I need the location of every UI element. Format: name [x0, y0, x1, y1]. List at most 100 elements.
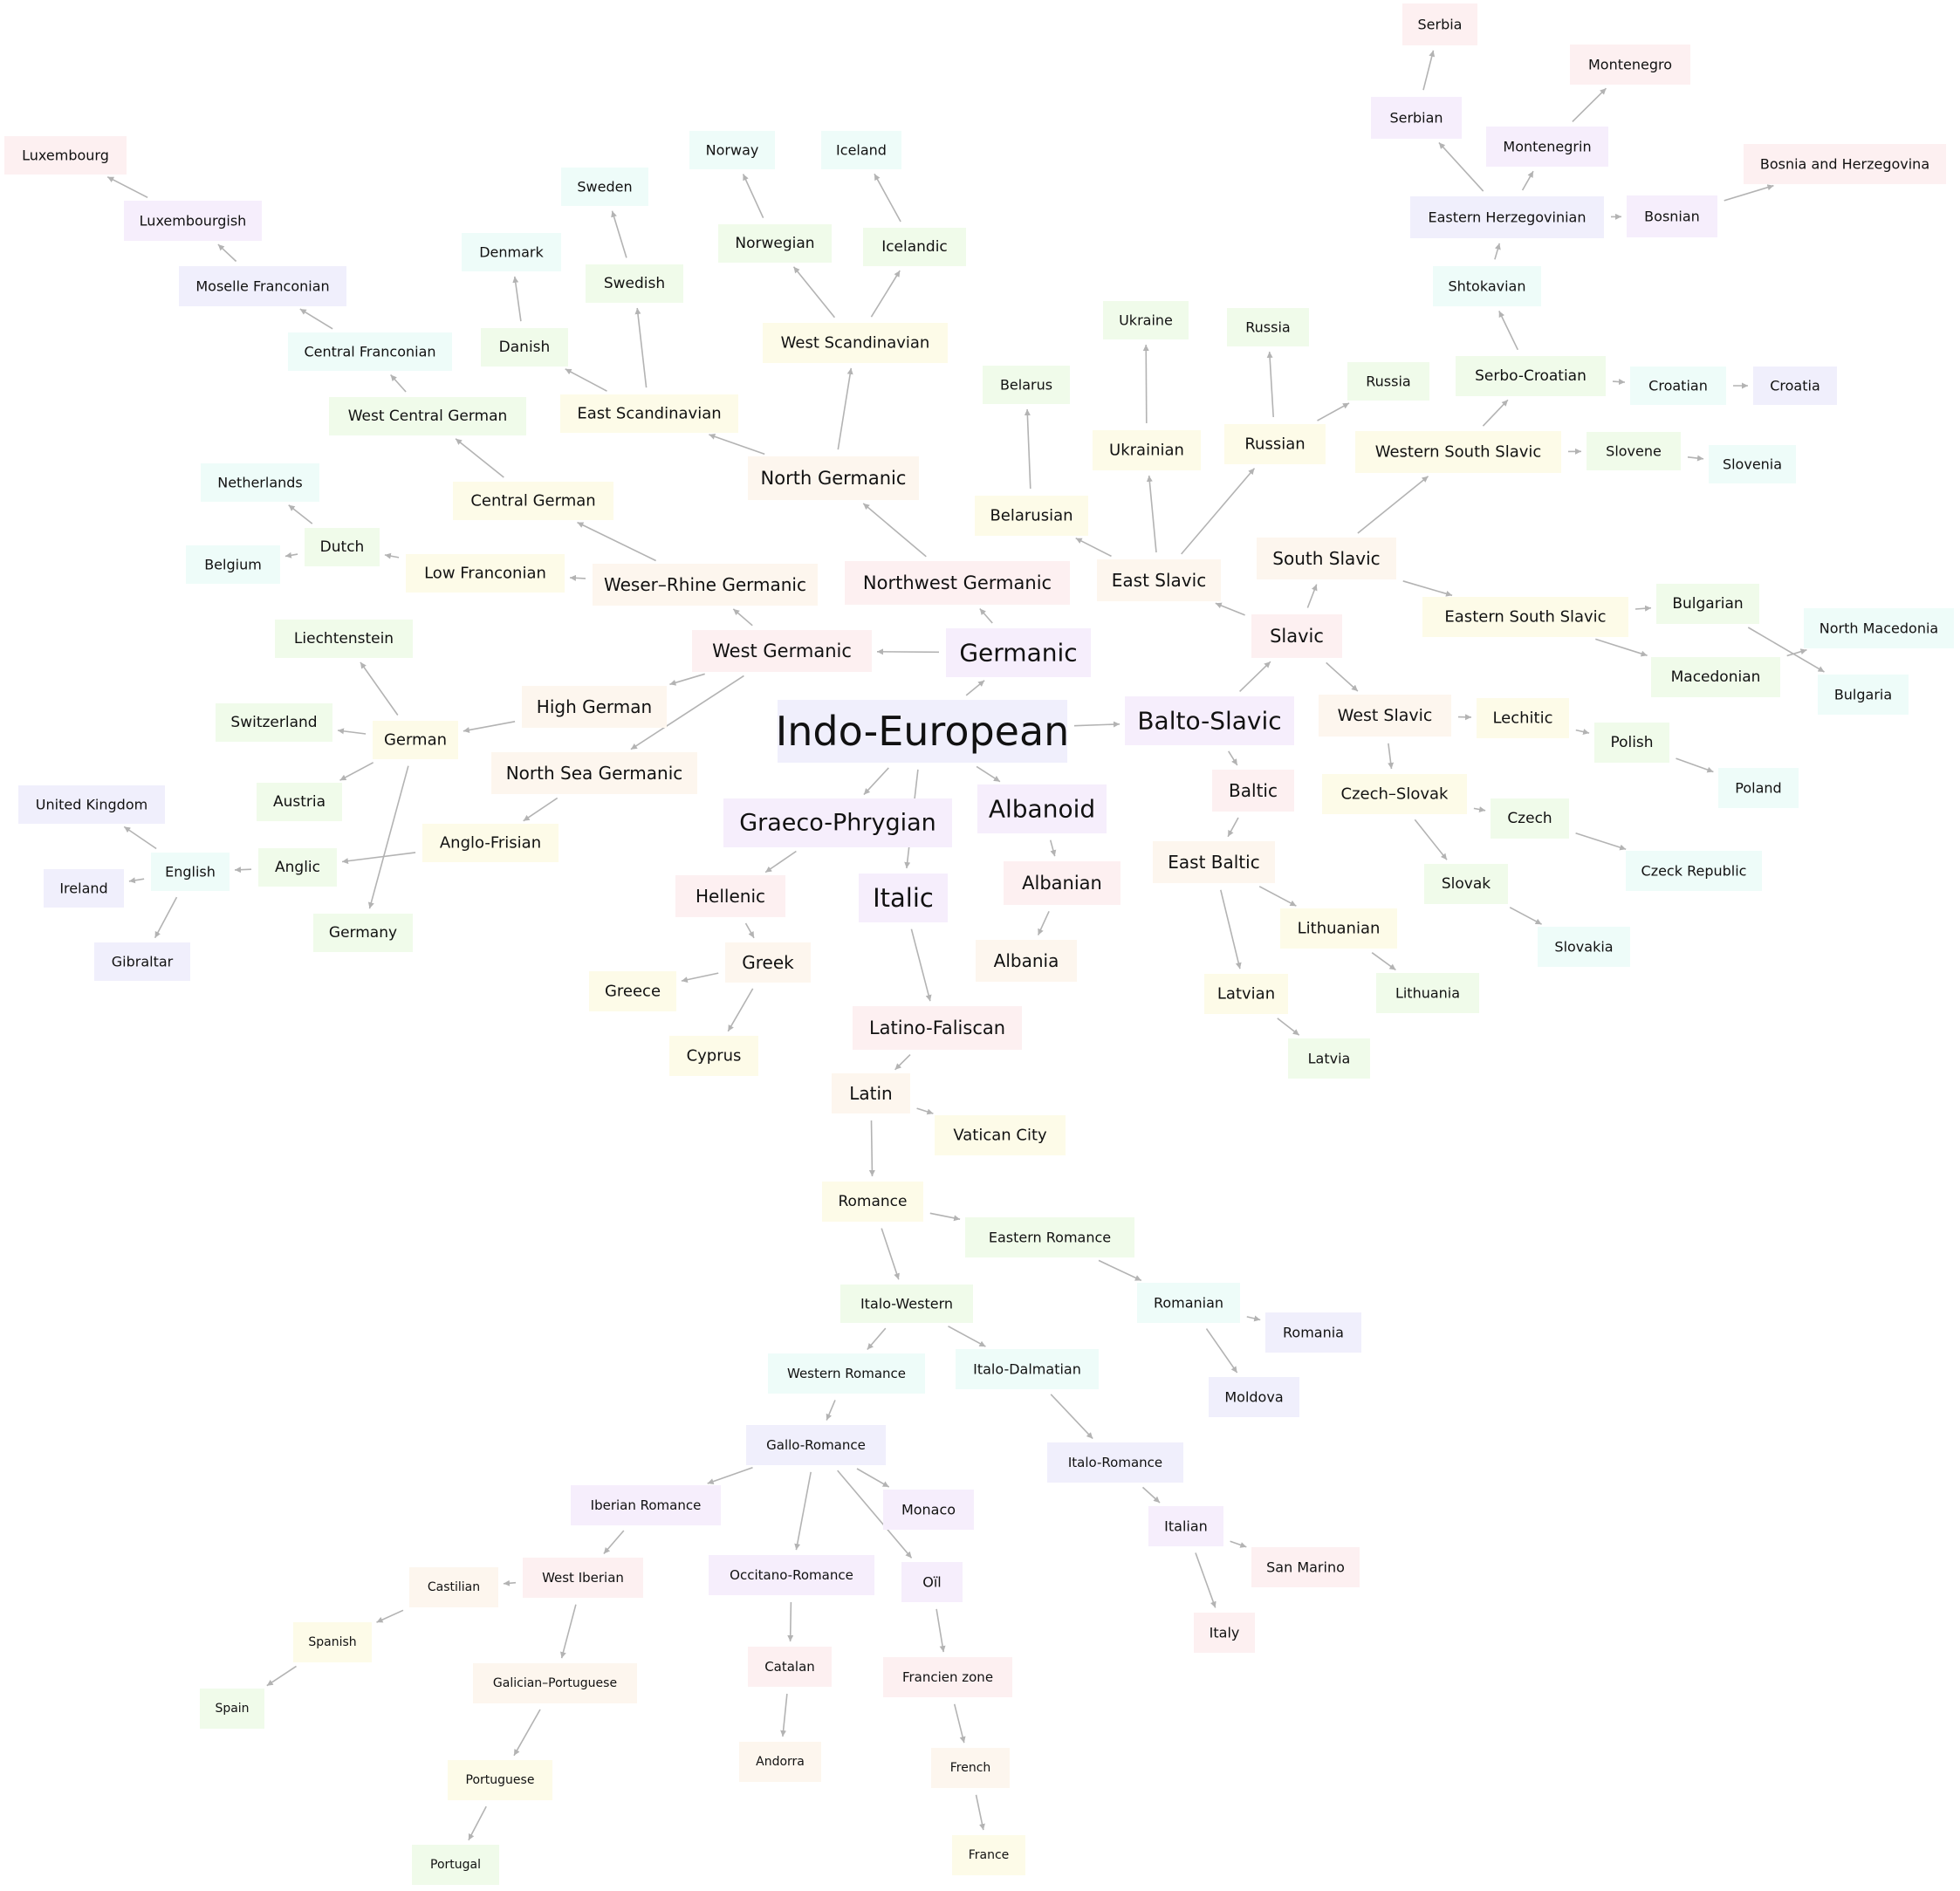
node-box — [18, 785, 165, 824]
node-russian: Russian — [1224, 424, 1326, 464]
node-label: Slovakia — [1554, 939, 1613, 956]
node-label: Italo-Western — [860, 1296, 953, 1312]
node-lithuanian: Lithuanian — [1280, 908, 1397, 949]
node-box — [1376, 973, 1479, 1013]
node-label: Catalan — [764, 1659, 815, 1675]
node-label: Shtokavian — [1448, 278, 1525, 295]
node-label: Latin — [849, 1083, 892, 1104]
node-box — [453, 482, 613, 520]
node-box — [931, 1748, 1010, 1788]
edge-ws_slavic-to-serbo_croatian — [1482, 399, 1509, 427]
node-label: Balto-Slavic — [1137, 707, 1281, 736]
node-label: Eastern Romance — [989, 1230, 1111, 1246]
node-greek: Greek — [725, 942, 811, 983]
edge-german-to-liechtenstein — [360, 661, 399, 716]
node-sweden: Sweden — [561, 168, 648, 206]
node-label: Italy — [1210, 1625, 1240, 1641]
node-romania: Romania — [1265, 1312, 1361, 1353]
node-occitano-romance: Occitano-Romance — [709, 1555, 874, 1595]
node-label: Bosnia and Herzegovina — [1760, 156, 1929, 173]
node-label: Hellenic — [696, 886, 765, 907]
node-label: Belarus — [1000, 377, 1052, 394]
node-box — [1570, 45, 1690, 85]
edge-e_herzegovinian-to-serbian — [1438, 141, 1484, 192]
node-box — [977, 784, 1107, 833]
node-label: South Slavic — [1272, 548, 1380, 569]
edge-lechitic-to-polish — [1575, 729, 1590, 735]
node-box — [1538, 927, 1630, 967]
node-label: English — [165, 864, 216, 880]
node-box — [1265, 1312, 1361, 1353]
edge-latvian-to-latvia — [1277, 1017, 1300, 1036]
node-gibraltar: Gibraltar — [94, 942, 190, 981]
node-label: Latvia — [1308, 1051, 1351, 1067]
node-box — [1125, 696, 1294, 745]
node-label: France — [969, 1848, 1010, 1862]
edge-bosnian-to-bih — [1724, 184, 1774, 202]
node-box — [976, 940, 1077, 982]
node-west-slavic: West Slavic — [1319, 695, 1451, 737]
edge-w_scand-to-norwegian — [792, 266, 836, 319]
edge-gallo_romance-to-iberian_romance — [707, 1466, 753, 1484]
node-box — [821, 131, 901, 169]
node-label: Western Romance — [787, 1366, 906, 1381]
node-box — [186, 545, 280, 584]
edge-latin-to-romance — [868, 1120, 875, 1177]
node-box — [1227, 308, 1309, 346]
edge-english-to-uk — [123, 826, 157, 850]
node-label: Slavic — [1270, 626, 1324, 647]
node-box — [1651, 657, 1780, 697]
node-box — [523, 1558, 643, 1598]
node-italo-western: Italo-Western — [840, 1285, 973, 1323]
node-luxembourgish: Luxembourgish — [124, 201, 262, 241]
node-box — [689, 131, 775, 169]
edge-francien-to-french — [953, 1703, 966, 1744]
node-label: Slovene — [1606, 443, 1662, 460]
node-vatican: Vatican City — [935, 1115, 1066, 1155]
node-albanian: Albanian — [1004, 861, 1120, 905]
edge-germanic-to-w_germanic — [876, 648, 940, 655]
node-label: Montenegrin — [1503, 139, 1591, 155]
node-ukrainian: Ukrainian — [1093, 430, 1201, 470]
node-anglic: Anglic — [258, 848, 337, 887]
edge-occitano_romance-to-catalan — [787, 1601, 794, 1642]
edge-bulgarian-to-bulgaria — [1747, 627, 1825, 673]
edge-west_iberian-to-galician_portuguese — [560, 1604, 577, 1659]
node-box — [853, 1006, 1022, 1050]
node-label: Bulgaria — [1834, 687, 1892, 703]
node-label: Icelandic — [881, 238, 948, 256]
node-russia-2: Russia — [1347, 362, 1429, 401]
node-c-franconian: Central Franconian — [288, 332, 452, 371]
edge-romanian-to-romania — [1246, 1315, 1261, 1322]
node-box — [1433, 266, 1541, 306]
edge-montenegrin-to-montenegro — [1572, 87, 1607, 122]
node-croatian: Croatian — [1630, 367, 1726, 405]
edge-es_slavic-to-macedonian — [1595, 638, 1648, 657]
edge-latin-to-vatican — [916, 1107, 934, 1115]
node-central-german: Central German — [453, 482, 613, 520]
node-cyprus: Cyprus — [669, 1036, 758, 1076]
node-south-slavic: South Slavic — [1257, 538, 1396, 579]
node-lithuania: Lithuania — [1376, 973, 1479, 1013]
node-w-germanic: West Germanic — [692, 630, 872, 672]
node-box — [462, 233, 561, 271]
node-box — [94, 942, 190, 981]
node-box — [1103, 301, 1189, 339]
node-box — [44, 869, 124, 908]
node-label: Italo-Dalmatian — [973, 1361, 1081, 1378]
edge-italo_dalmatian-to-italo_romance — [1050, 1394, 1093, 1440]
node-label: West Slavic — [1338, 706, 1433, 725]
node-box — [1322, 774, 1467, 814]
node-box — [1347, 362, 1429, 401]
node-norwegian: Norwegian — [718, 224, 832, 263]
node-box — [975, 496, 1088, 536]
node-label: Switzerland — [230, 714, 317, 731]
node-label: Italic — [873, 883, 934, 913]
node-box — [1004, 861, 1120, 905]
edge-icelandic-to-iceland — [874, 173, 901, 223]
node-box — [373, 721, 458, 759]
node-box — [1626, 851, 1762, 891]
edge-macedonian-to-north_macedonia — [1786, 648, 1807, 657]
node-box — [313, 914, 413, 952]
